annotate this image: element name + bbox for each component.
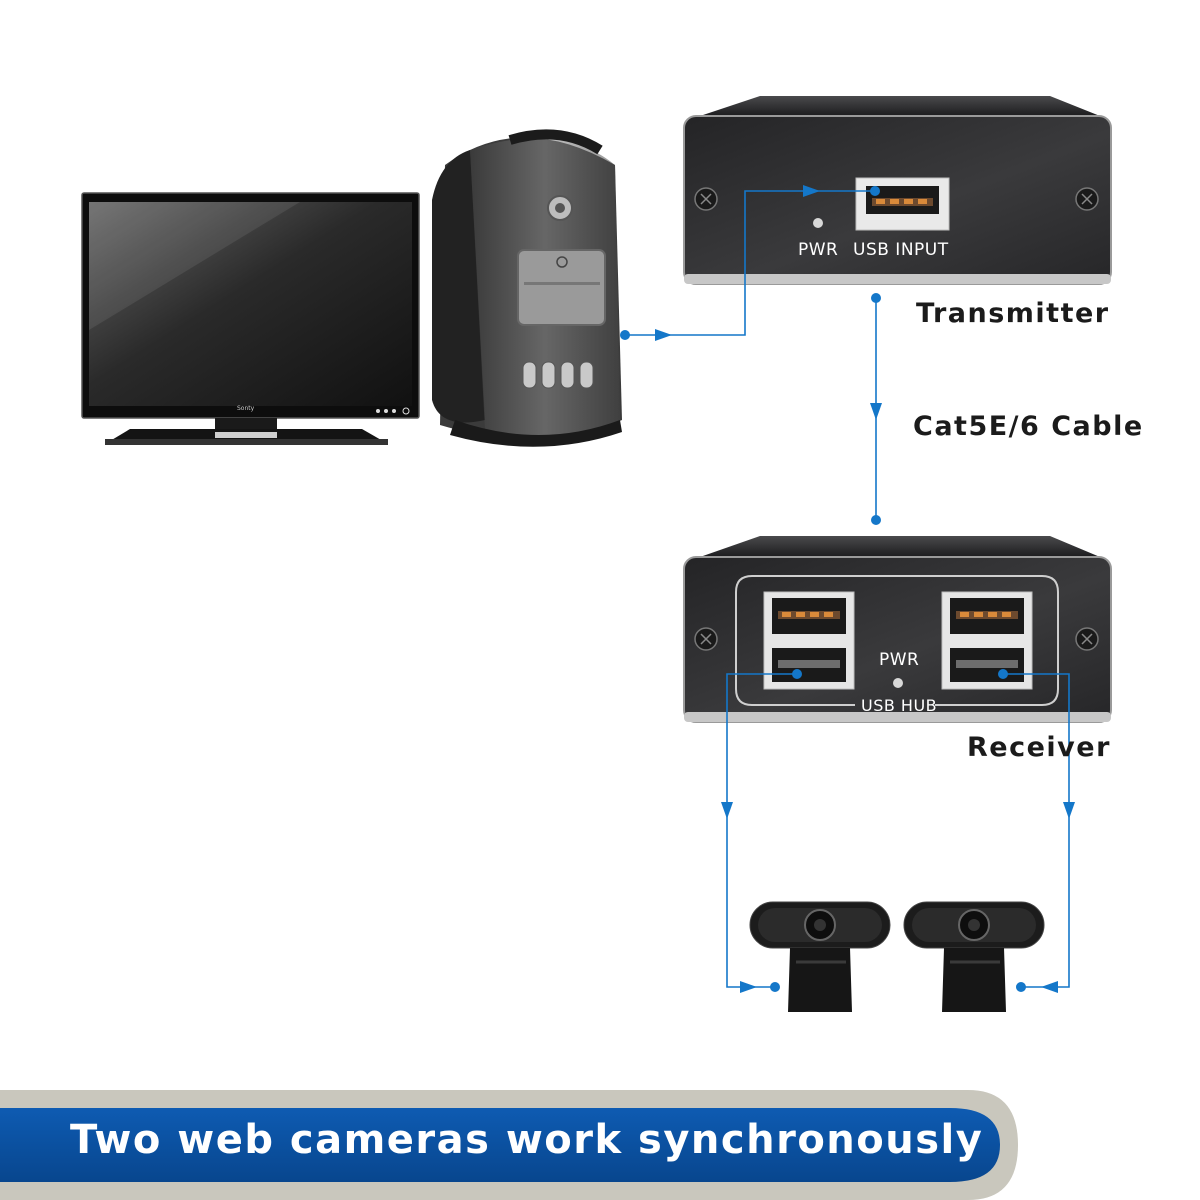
connector-arrow	[870, 403, 882, 420]
connector-arrow	[1041, 981, 1058, 993]
connector-arrow	[1063, 802, 1075, 819]
connector-dot	[1016, 982, 1026, 992]
receiver-pwr-label: PWR	[879, 650, 920, 670]
connector-arrow	[740, 981, 757, 993]
connector-dot	[620, 330, 630, 340]
connector-dot	[871, 293, 881, 303]
webcam-right	[903, 901, 1045, 1012]
banner-caption: Two web cameras work synchronously	[70, 1117, 984, 1163]
banner	[0, 1090, 1018, 1200]
connector-arrow	[803, 185, 820, 197]
transmitter-label: Transmitter	[916, 298, 1110, 329]
receiver-usb-hub-label: USB HUB	[861, 696, 938, 715]
transmitter-usb-input-label: USB INPUT	[853, 240, 949, 260]
receiver-device	[683, 536, 1112, 723]
receiver-label: Receiver	[967, 732, 1111, 763]
connector-dot	[871, 515, 881, 525]
connector-dot	[792, 669, 802, 679]
pc-tower	[432, 129, 622, 447]
transmitter-device	[683, 96, 1112, 285]
connector-arrow	[655, 329, 672, 341]
monitor	[81, 192, 420, 445]
connector-arrow	[721, 802, 733, 819]
cable-label: Cat5E/6 Cable	[913, 411, 1144, 442]
connector-dot	[998, 669, 1008, 679]
webcam-left	[749, 901, 891, 1012]
transmitter-pwr-label: PWR	[798, 240, 839, 260]
connector-dot	[770, 982, 780, 992]
connector-dot	[870, 186, 880, 196]
monitor-brand-logo: Sonty	[237, 405, 255, 412]
